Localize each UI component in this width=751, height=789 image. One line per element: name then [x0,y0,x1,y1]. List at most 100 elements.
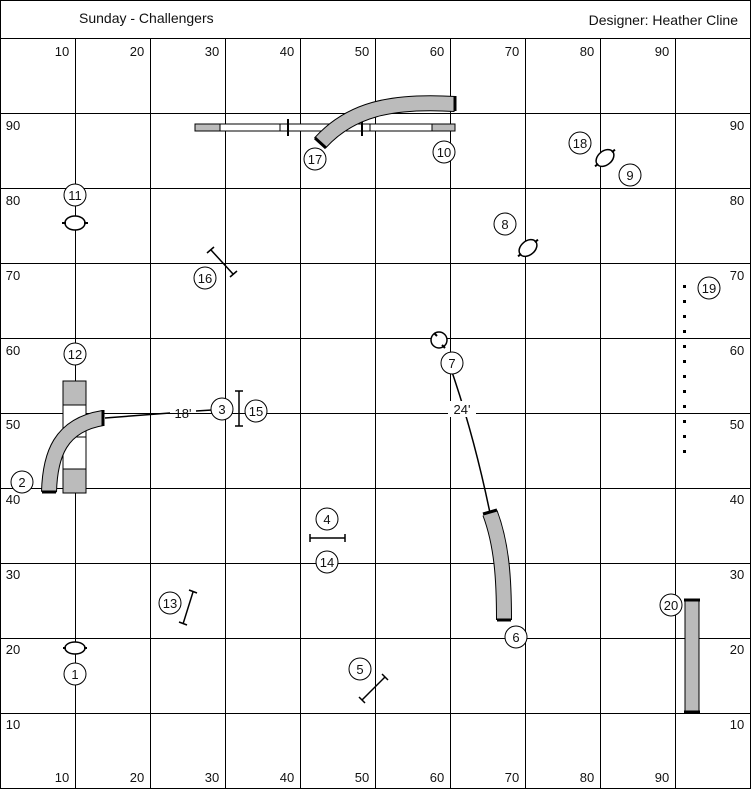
tire-obstacle-1 [63,641,87,655]
x-tick-top-30: 30 [205,44,219,59]
distance-label-24: 24' [454,402,471,417]
jump-obstacle-13 [178,589,198,626]
weave-poles-obstacle [683,285,686,453]
number-markers: 1 2 3 4 5 6 7 8 [10,131,721,686]
y-tick-right-20: 20 [730,642,744,657]
y-tick-left-50: 50 [6,417,20,432]
svg-text:9: 9 [626,168,633,183]
svg-text:5: 5 [356,662,363,677]
x-tick-top-80: 80 [580,44,594,59]
x-tick-top-60: 60 [430,44,444,59]
course-title: Sunday - Challengers [79,10,214,26]
x-tick-bottom-40: 40 [280,770,294,785]
svg-text:14: 14 [320,555,334,570]
marker-17: 17 [303,147,327,171]
straight-tunnel-20 [684,598,700,714]
y-tick-left-80: 80 [6,193,20,208]
curved-tunnel-top [313,95,457,150]
x-tick-top-10: 10 [55,44,69,59]
marker-8: 8 [493,212,517,236]
x-tick-bottom-10: 10 [55,770,69,785]
marker-1: 1 [63,662,87,686]
y-tick-right-40: 40 [730,492,744,507]
jump-obstacle-3 [235,390,243,427]
y-tick-right-10: 10 [730,717,744,732]
svg-text:20: 20 [664,598,678,613]
x-tick-bottom-80: 80 [580,770,594,785]
marker-16: 16 [193,266,217,290]
tire-obstacle-11 [62,215,88,231]
y-tick-left-90: 90 [6,118,20,133]
curved-tunnel-6 [482,508,512,622]
x-tick-bottom-60: 60 [430,770,444,785]
y-tick-left-40: 40 [6,492,20,507]
svg-text:13: 13 [163,596,177,611]
marker-20: 20 [659,593,683,617]
x-tick-top-50: 50 [355,44,369,59]
designer-label: Designer: Heather Cline [589,12,739,28]
distance-label-18: 18' [175,406,192,421]
y-tick-left-60: 60 [6,343,20,358]
marker-7: 7 [440,351,464,375]
marker-15: 15 [244,399,268,423]
x-tick-top-70: 70 [505,44,519,59]
tire-obstacle-7 [430,331,448,349]
marker-18: 18 [568,131,592,155]
y-tick-right-80: 80 [730,193,744,208]
jump-obstacle-16 [206,246,238,278]
marker-9: 9 [618,163,642,187]
y-tick-right-60: 60 [730,343,744,358]
y-tick-right-90: 90 [730,118,744,133]
svg-text:3: 3 [218,402,225,417]
y-tick-left-30: 30 [6,567,20,582]
y-tick-right-30: 30 [730,567,744,582]
x-tick-bottom-70: 70 [505,770,519,785]
svg-text:16: 16 [198,271,212,286]
x-tick-bottom-50: 50 [355,770,369,785]
svg-text:18: 18 [573,136,587,151]
marker-3: 3 [210,397,234,421]
svg-text:15: 15 [249,404,263,419]
tire-obstacle-9 [594,148,616,168]
jump-obstacle-5 [358,673,389,704]
x-tick-top-40: 40 [280,44,294,59]
marker-14: 14 [315,550,339,574]
y-tick-right-50: 50 [730,417,744,432]
x-tick-bottom-30: 30 [205,770,219,785]
svg-text:8: 8 [501,217,508,232]
marker-11: 11 [63,183,87,207]
svg-text:7: 7 [448,356,455,371]
y-tick-left-20: 20 [6,642,20,657]
svg-text:17: 17 [308,152,322,167]
marker-12: 12 [63,342,87,366]
x-tick-bottom-20: 20 [130,770,144,785]
marker-13: 13 [158,591,182,615]
y-tick-left-70: 70 [6,268,20,283]
x-tick-bottom-90: 90 [655,770,669,785]
marker-6: 6 [504,625,528,649]
svg-text:2: 2 [18,475,25,490]
y-tick-right-70: 70 [730,268,744,283]
tire-obstacle-8 [517,238,539,258]
grid [0,38,751,789]
svg-text:10: 10 [437,145,451,160]
marker-2: 2 [10,470,34,494]
jump-obstacle-4 [309,534,346,542]
x-tick-top-20: 20 [130,44,144,59]
distance-line-18 [104,412,171,419]
svg-text:19: 19 [702,281,716,296]
marker-10: 10 [432,140,456,164]
svg-text:1: 1 [71,667,78,682]
marker-5: 5 [348,657,372,681]
y-tick-left-10: 10 [6,717,20,732]
svg-text:11: 11 [68,188,82,203]
curved-tunnel-2 [41,410,105,494]
distance-line-24 [451,371,491,514]
svg-text:4: 4 [323,512,330,527]
x-tick-top-90: 90 [655,44,669,59]
marker-4: 4 [315,507,339,531]
marker-19: 19 [697,276,721,300]
svg-text:6: 6 [512,630,519,645]
svg-text:12: 12 [68,347,82,362]
